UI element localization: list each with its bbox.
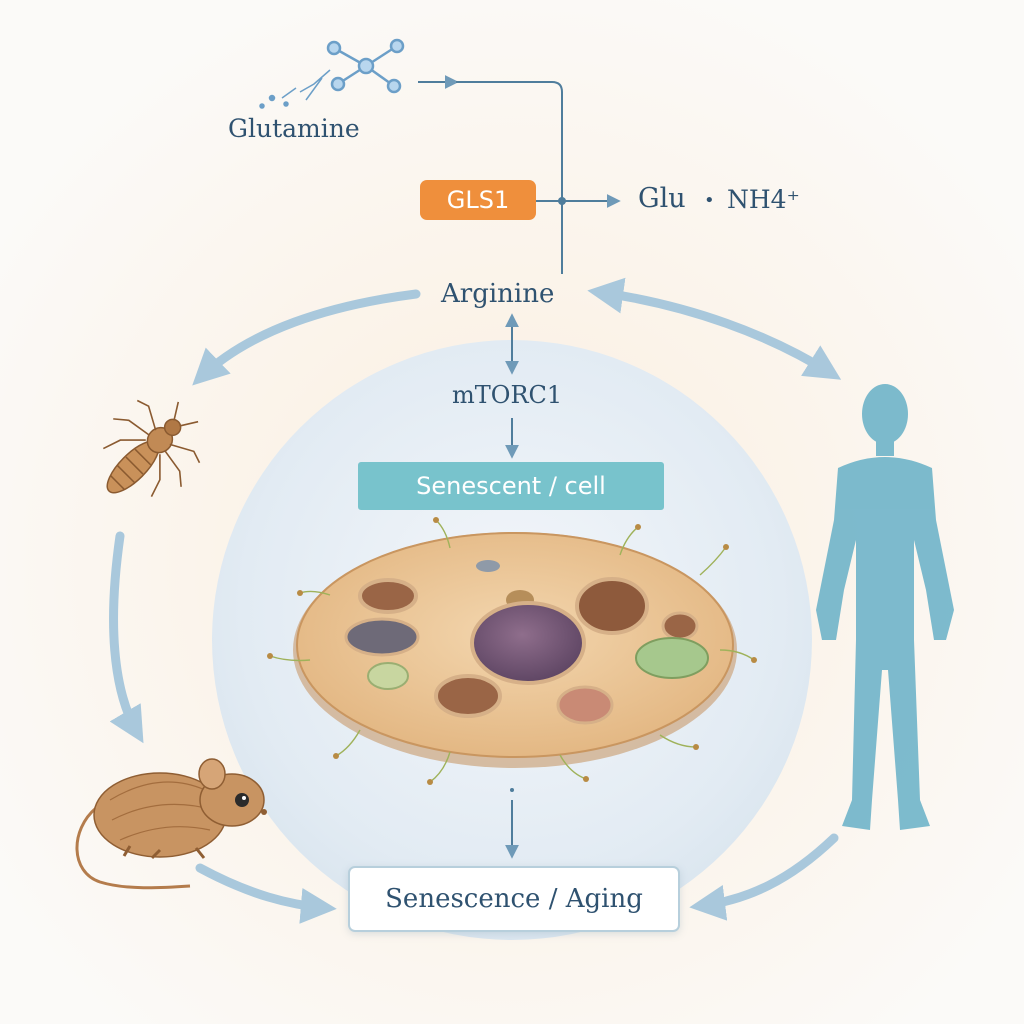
pathway-line (456, 81, 563, 274)
small-dot (510, 788, 514, 792)
human-silhouette-icon (816, 384, 954, 830)
product-separator: • (704, 190, 715, 211)
glutamine-molecule-icon (259, 38, 405, 109)
nh4-label: NH4⁺ (727, 185, 800, 214)
mtorc1-label: mTORC1 (452, 381, 563, 409)
fly-to-mouse-arrow (109, 531, 144, 744)
senescent-cell-label: Senescent / cell (358, 462, 664, 510)
mouse-icon (75, 758, 267, 890)
glu-label: Glu (638, 183, 686, 214)
gls1-enzyme-box: GLS1 (420, 180, 536, 220)
senescent-cell-illustration (267, 517, 757, 785)
senescence-aging-box: Senescence / Aging (348, 866, 680, 932)
mouse-to-aging-arrow (195, 863, 337, 924)
human-to-aging-arrow (689, 833, 839, 921)
arginine-human-arrow (587, 277, 842, 380)
arginine-to-fly-arrow (192, 289, 421, 386)
arginine-label: Arginine (441, 279, 555, 309)
fly-icon (102, 399, 201, 498)
glutamine-label: Glutamine (228, 114, 360, 143)
